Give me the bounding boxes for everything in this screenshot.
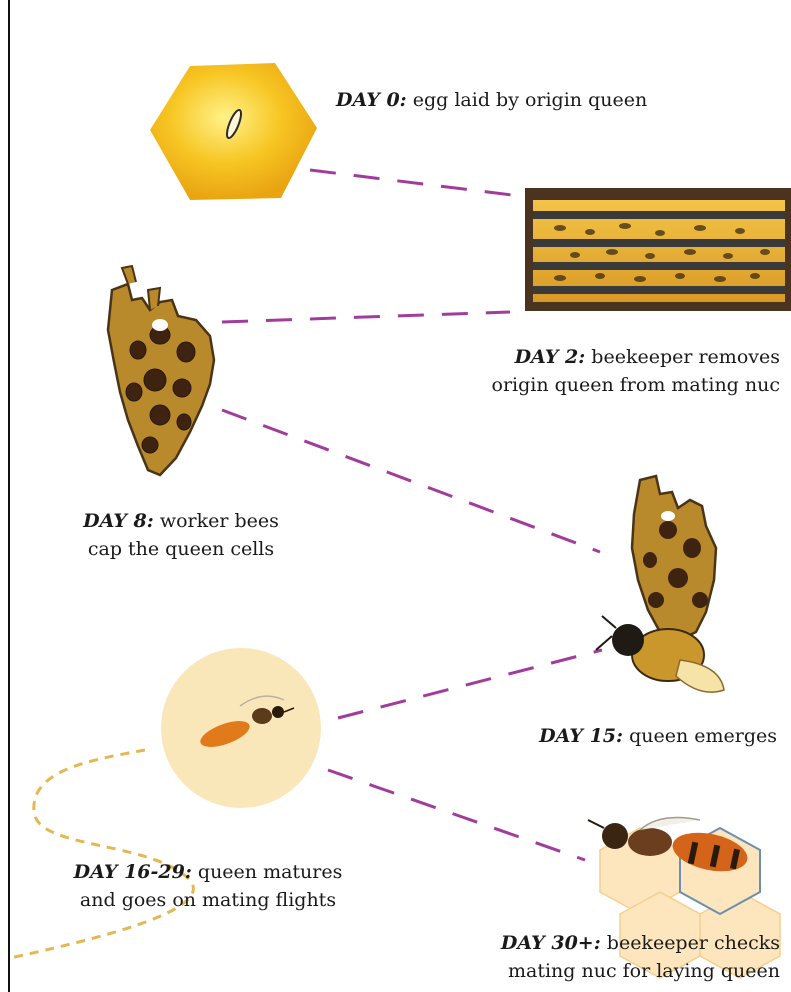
stage-label-day2: DAY 2: beekeeper removes origin queen fr… xyxy=(492,343,781,399)
day-tag: DAY 0: xyxy=(336,89,407,111)
stage-description: beekeeper checks xyxy=(607,932,780,954)
queen-cell-icon xyxy=(108,266,214,475)
hive-frame-icon xyxy=(525,188,791,311)
stage-description-line2: mating nuc for laying queen xyxy=(501,957,780,985)
stage-description: egg laid by origin queen xyxy=(413,89,647,111)
mating-flight-path xyxy=(10,750,193,958)
connector-day16-day30 xyxy=(328,770,585,860)
connector-day2-day8 xyxy=(222,312,510,322)
day-tag: DAY 2: xyxy=(515,346,586,368)
flying-queen-icon xyxy=(161,648,321,808)
day-tag: DAY 15: xyxy=(539,725,623,747)
emerging-queen-icon xyxy=(596,476,724,692)
stage-description-line2: cap the queen cells xyxy=(66,535,296,563)
stage-label-day15: DAY 15: queen emerges xyxy=(539,722,777,750)
stage-label-day8: DAY 8: worker bees cap the queen cells xyxy=(66,507,296,563)
stage-description: beekeeper removes xyxy=(591,346,780,368)
stage-description: worker bees xyxy=(160,510,279,532)
day-tag: DAY 16-29: xyxy=(74,861,192,883)
egg-cell-icon xyxy=(150,63,317,200)
stage-label-day16-29: DAY 16-29: queen matures and goes on mat… xyxy=(58,858,358,914)
stage-description: queen emerges xyxy=(629,725,777,747)
stage-label-day30: DAY 30+: beekeeper checks mating nuc for… xyxy=(501,929,780,985)
day-tag: DAY 30+: xyxy=(501,932,601,954)
day-tag: DAY 8: xyxy=(83,510,154,532)
connector-day15-day16 xyxy=(338,650,602,718)
stage-label-day0: DAY 0: egg laid by origin queen xyxy=(336,86,647,114)
stage-description-line2: origin queen from mating nuc xyxy=(492,371,781,399)
stage-description: queen matures xyxy=(198,861,342,883)
connector-day0-day2 xyxy=(310,170,512,195)
stage-description-line2: and goes on mating flights xyxy=(58,886,358,914)
